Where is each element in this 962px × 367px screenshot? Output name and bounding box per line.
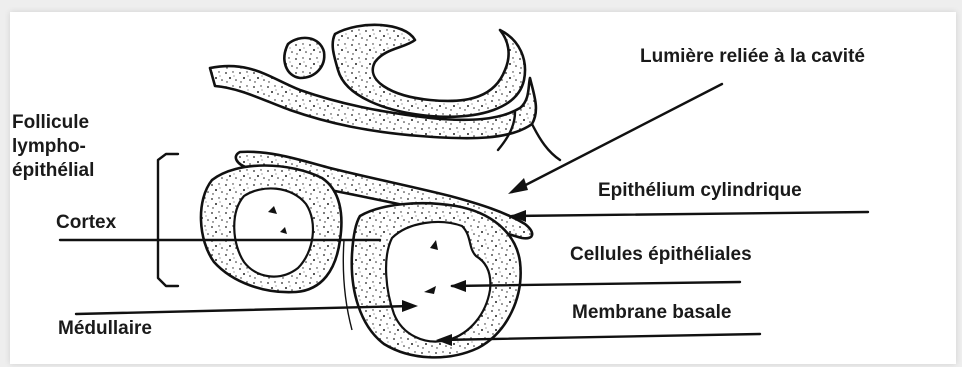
label-epithelium: Epithélium cylindrique (598, 180, 802, 202)
right-follicle (343, 203, 520, 357)
label-follicule-line1: Follicule (12, 112, 89, 134)
lumiere-arrowhead (508, 178, 528, 194)
label-cortex: Cortex (56, 212, 116, 234)
epithelium-line (512, 212, 868, 216)
left-follicle (201, 166, 341, 293)
label-follicule-line2: lympho- (12, 136, 86, 158)
label-cellules: Cellules épithéliales (570, 244, 752, 266)
label-membrane: Membrane basale (572, 302, 731, 324)
label-lumiere: Lumière reliée à la cavité (640, 46, 865, 68)
lumiere-arrow-line (512, 84, 722, 192)
upper-mucosa (210, 25, 560, 160)
label-medullaire: Médullaire (58, 318, 152, 340)
label-follicule-line3: épithélial (12, 160, 94, 182)
follicle-bracket (158, 154, 178, 286)
